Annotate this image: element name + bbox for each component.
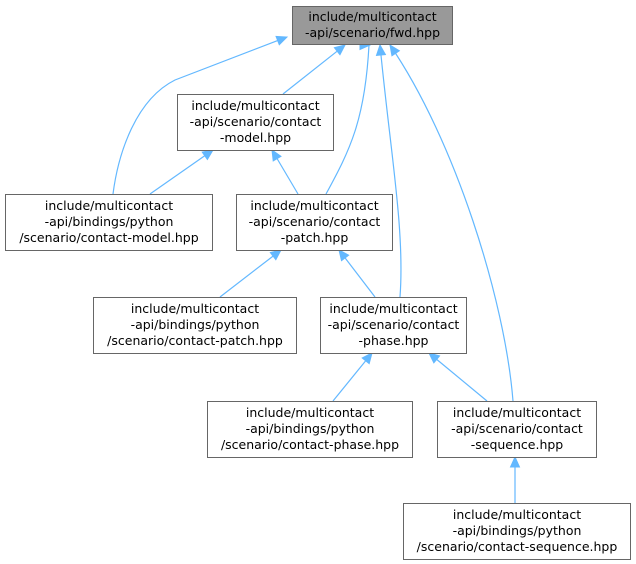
arrowhead-contact_sequence-to-fwd xyxy=(389,43,401,57)
node-box xyxy=(207,401,413,458)
node-label-line: -api/scenario/contact xyxy=(249,214,381,229)
node-box xyxy=(236,194,393,251)
node-label-line: -api/scenario/fwd.hpp xyxy=(305,25,440,40)
node-py-contact-sequence[interactable]: include/multicontact-api/bindings/python… xyxy=(403,503,631,560)
node-label-line: include/multicontact xyxy=(453,507,581,522)
arrowhead-py_contact_patch-to-contact_patch xyxy=(269,249,282,261)
node-label-line: -api/bindings/python xyxy=(453,523,582,538)
arrowhead-py_contact_sequence-to-contact_sequence xyxy=(509,455,521,468)
node-contact-model[interactable]: include/multicontact-api/scenario/contac… xyxy=(177,94,334,151)
node-box xyxy=(437,401,597,458)
node-contact-sequence[interactable]: include/multicontact-api/scenario/contac… xyxy=(437,401,597,458)
arrowhead-py_contact_model-to-contact_model xyxy=(201,149,214,161)
node-label-line: /scenario/contact-phase.hpp xyxy=(221,437,399,452)
node-label-line: include/multicontact xyxy=(131,301,259,316)
arrowhead-contact_patch-to-contact_model xyxy=(271,148,282,162)
node-label-line: include/multicontact xyxy=(329,301,457,316)
edge-py_contact_phase-to-contact_phase xyxy=(332,359,367,402)
edge-contact_sequence-to-fwd xyxy=(389,44,514,402)
node-label-line: -model.hpp xyxy=(220,130,291,145)
arrowhead-contact_model-to-fwd xyxy=(333,44,346,56)
edge-py_contact_model-to-fwd xyxy=(112,39,279,195)
edge-contact_sequence-to-contact_phase xyxy=(435,358,488,402)
edge-contact_model-to-fwd xyxy=(282,50,339,95)
node-label-line: include/multicontact xyxy=(250,198,378,213)
arrowhead-contact_phase-to-fwd xyxy=(375,43,387,56)
edge-contact_phase-to-contact_patch xyxy=(343,256,376,298)
node-box xyxy=(5,194,213,251)
node-label-line: /scenario/contact-model.hpp xyxy=(19,230,198,245)
node-py-contact-phase[interactable]: include/multicontact-api/bindings/python… xyxy=(207,401,413,458)
node-label-line: -patch.hpp xyxy=(281,230,349,245)
node-label-line: -phase.hpp xyxy=(359,333,429,348)
edge-py_contact_patch-to-contact_patch xyxy=(219,255,275,298)
node-label-line: /scenario/contact-patch.hpp xyxy=(107,333,283,348)
node-label-line: include/multicontact xyxy=(45,198,173,213)
node-box xyxy=(93,297,297,354)
arrowhead-py_contact_phase-to-contact_phase xyxy=(361,352,373,365)
node-box xyxy=(292,6,453,45)
node-fwd: include/multicontact-api/scenario/fwd.hp… xyxy=(292,6,453,45)
edges-layer xyxy=(112,35,521,503)
node-py-contact-patch[interactable]: include/multicontact-api/bindings/python… xyxy=(93,297,297,354)
node-label-line: include/multicontact xyxy=(453,405,581,420)
node-label-line: include/multicontact xyxy=(308,9,436,24)
node-box xyxy=(177,94,334,151)
arrowhead-py_contact_model-to-fwd xyxy=(275,35,289,46)
node-label-line: -api/scenario/contact xyxy=(328,317,460,332)
node-label-line: include/multicontact xyxy=(191,98,319,113)
node-contact-patch[interactable]: include/multicontact-api/scenario/contac… xyxy=(236,194,393,251)
node-label-line: -api/scenario/contact xyxy=(190,114,322,129)
node-label-line: -sequence.hpp xyxy=(471,437,564,452)
edge-contact_patch-to-fwd xyxy=(325,44,370,195)
node-box xyxy=(403,503,631,560)
node-box xyxy=(320,297,467,354)
node-py-contact-model[interactable]: include/multicontact-api/bindings/python… xyxy=(5,194,213,251)
arrowhead-contact_phase-to-contact_patch xyxy=(338,249,350,262)
node-label-line: /scenario/contact-sequence.hpp xyxy=(417,539,618,554)
nodes-layer: include/multicontact-api/scenario/fwd.hp… xyxy=(5,6,631,560)
node-label-line: -api/scenario/contact xyxy=(451,421,583,436)
edge-py_contact_model-to-contact_model xyxy=(149,154,206,195)
node-label-line: -api/bindings/python xyxy=(131,317,260,332)
node-contact-phase[interactable]: include/multicontact-api/scenario/contac… xyxy=(320,297,467,354)
node-label-line: include/multicontact xyxy=(246,405,374,420)
node-label-line: -api/bindings/python xyxy=(246,421,375,436)
node-label-line: -api/bindings/python xyxy=(45,214,174,229)
arrowhead-contact_sequence-to-contact_phase xyxy=(428,352,441,364)
edge-contact_patch-to-contact_model xyxy=(276,157,299,195)
edge-contact_phase-to-fwd xyxy=(379,44,402,298)
